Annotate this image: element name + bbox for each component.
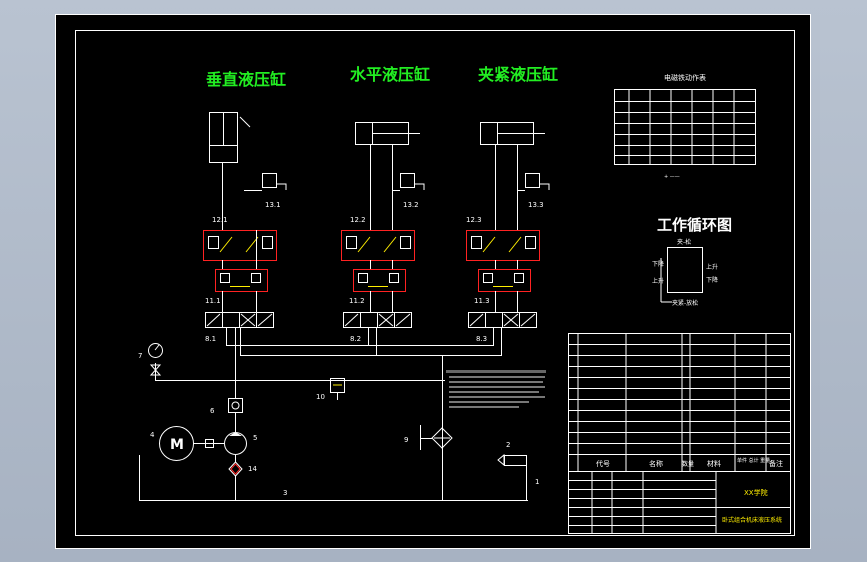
check-valve-11-2: [353, 269, 406, 312]
label-8-2: 8.2: [350, 335, 361, 343]
cycle-left-label-2: 上升: [652, 277, 664, 285]
title-clamp-cylinder: 夹紧液压缸: [478, 65, 558, 84]
directional-valve-8-3: [468, 312, 537, 355]
pressure-relay-13-1: [244, 173, 287, 191]
inner-border: [75, 30, 795, 536]
throttle-valve-12-2: [341, 230, 415, 270]
throttle-valve-12-1: [203, 230, 277, 270]
outer-border: [55, 14, 811, 549]
label-4: 4: [150, 431, 155, 439]
bom-qty-header: 数量: [682, 460, 694, 468]
title-block: [568, 471, 791, 534]
em-table-legend: + ——: [664, 174, 680, 180]
filter-14: [228, 461, 243, 477]
label-11-2: 11.2: [349, 297, 365, 305]
label-13-3: 13.3: [528, 201, 544, 209]
directional-valve-8-1: [205, 312, 274, 385]
label-7: 7: [138, 352, 142, 360]
pump-5: [224, 432, 247, 462]
em-table-title: 电磁铁动作表: [664, 73, 706, 82]
cycle-right-label-1: 上升: [706, 263, 718, 271]
drawing-sheet: [55, 14, 811, 549]
bom-material-header: 材料: [707, 459, 721, 468]
bom-table: [568, 333, 791, 472]
label-2: 2: [506, 441, 510, 449]
cycle-left-label-1: 下降: [652, 260, 664, 268]
check-valve-11-1: [215, 269, 268, 312]
motor-4: M: [159, 426, 224, 461]
pressure-gauge-7: [148, 343, 163, 376]
label-13-2: 13.2: [403, 201, 419, 209]
pressure-relay-13-3: [517, 173, 550, 191]
label-8-1: 8.1: [205, 335, 216, 343]
pressure-relay-13-2: [392, 173, 425, 191]
title-vertical-cylinder: 垂直液压缸: [206, 70, 286, 89]
tank-2: [497, 453, 527, 480]
label-12-1: 12.1: [212, 216, 228, 224]
drawing-name: 卧式组合机床液压系统: [722, 516, 782, 524]
cycle-right-label-2: 下降: [706, 276, 718, 284]
horizontal-cylinder: [355, 122, 420, 230]
label-11-1: 11.1: [205, 297, 221, 305]
vertical-cylinder: [209, 112, 251, 230]
label-13-1: 13.1: [265, 201, 281, 209]
check-valve-11-3: [478, 269, 531, 312]
bom-weight-header: 单件 总计 重量: [737, 457, 770, 464]
bom-name-header: 名称: [649, 459, 663, 468]
label-3: 3: [283, 489, 287, 497]
em-table: [614, 89, 756, 165]
company-name: XX学院: [744, 488, 768, 497]
clamp-cylinder: [480, 122, 545, 230]
label-8-3: 8.3: [476, 335, 487, 343]
label-12-2: 12.2: [350, 216, 366, 224]
cooler-9: [420, 425, 453, 450]
label-5: 5: [253, 434, 257, 442]
label-14: 14: [248, 465, 257, 473]
title-horizontal-cylinder: 水平液压缸: [350, 65, 430, 84]
label-10: 10: [316, 393, 325, 401]
svg-text:M: M: [170, 437, 184, 453]
pipelines: [139, 327, 528, 501]
label-6: 6: [210, 407, 215, 415]
label-12-3: 12.3: [466, 216, 482, 224]
cycle-diagram: [660, 247, 703, 303]
cycle-title: 工作循环图: [657, 216, 732, 234]
bom-note-header: 备注: [769, 459, 783, 468]
bom-code-header: 代号: [596, 459, 610, 468]
cycle-top-label: 夹-松: [677, 238, 691, 246]
cycle-bottom-label: 夹紧-放松: [672, 299, 698, 307]
throttle-valve-12-3: [466, 230, 540, 270]
check-valve-6: [228, 398, 243, 433]
technical-notes: [446, 370, 546, 408]
label-9: 9: [404, 436, 408, 444]
relief-valve-10: [330, 378, 345, 400]
directional-valve-8-2: [343, 312, 412, 355]
label-11-3: 11.3: [474, 297, 490, 305]
label-1: 1: [535, 478, 539, 486]
